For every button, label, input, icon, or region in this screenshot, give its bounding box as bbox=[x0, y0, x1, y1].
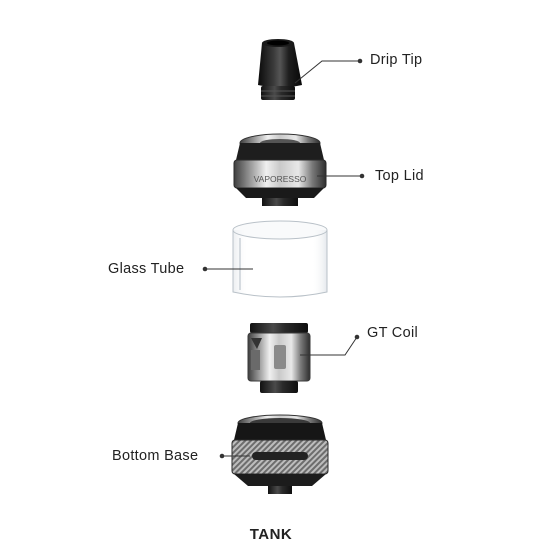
bottom-base-label: Bottom Base bbox=[112, 448, 199, 464]
gt-coil-leader bbox=[300, 336, 358, 356]
gt-coil-part bbox=[247, 323, 311, 393]
drip-tip-part bbox=[258, 39, 302, 100]
leader-dots bbox=[202, 58, 365, 459]
drip-tip-label: Drip Tip bbox=[370, 52, 423, 68]
glass-tube-label: Glass Tube bbox=[108, 261, 185, 277]
vaporesso-engraving: VAPORESSO bbox=[254, 174, 307, 184]
diagram-caption: TANK bbox=[249, 526, 293, 542]
top-lid-part: VAPORESSO bbox=[233, 133, 327, 206]
gt-coil-label: GT Coil bbox=[367, 325, 418, 341]
leader-lines bbox=[205, 60, 362, 457]
top-lid-label: Top Lid bbox=[375, 168, 424, 184]
bottom-base-part bbox=[231, 414, 329, 494]
glass-tube-part bbox=[232, 220, 328, 298]
drip-tip-leader bbox=[294, 60, 360, 84]
